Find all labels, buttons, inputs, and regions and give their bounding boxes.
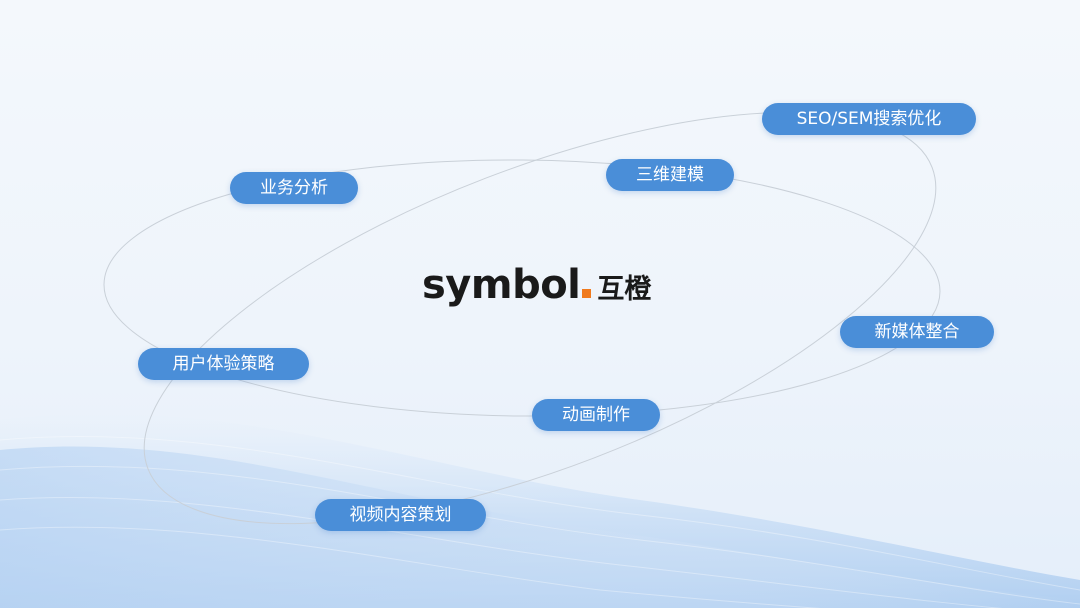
- logo-wordmark: symbol: [422, 262, 581, 308]
- orbit-horizontal: [103, 159, 941, 417]
- service-pill-business-analysis[interactable]: 业务分析: [230, 172, 358, 204]
- orbit-tilted: [143, 111, 937, 525]
- brand-logo: symbol 互橙: [422, 262, 662, 322]
- service-pill-video-content[interactable]: 视频内容策划: [315, 499, 486, 531]
- service-pill-3d-modeling[interactable]: 三维建模: [606, 159, 734, 191]
- service-pill-seo[interactable]: SEO/SEM搜索优化: [762, 103, 976, 135]
- service-pill-animation[interactable]: 动画制作: [532, 399, 660, 431]
- service-pill-new-media[interactable]: 新媒体整合: [840, 316, 994, 348]
- service-pill-ux-strategy[interactable]: 用户体验策略: [138, 348, 309, 380]
- logo-chinese-name: 互橙: [597, 274, 652, 305]
- logo-orange-dot: [582, 289, 592, 298]
